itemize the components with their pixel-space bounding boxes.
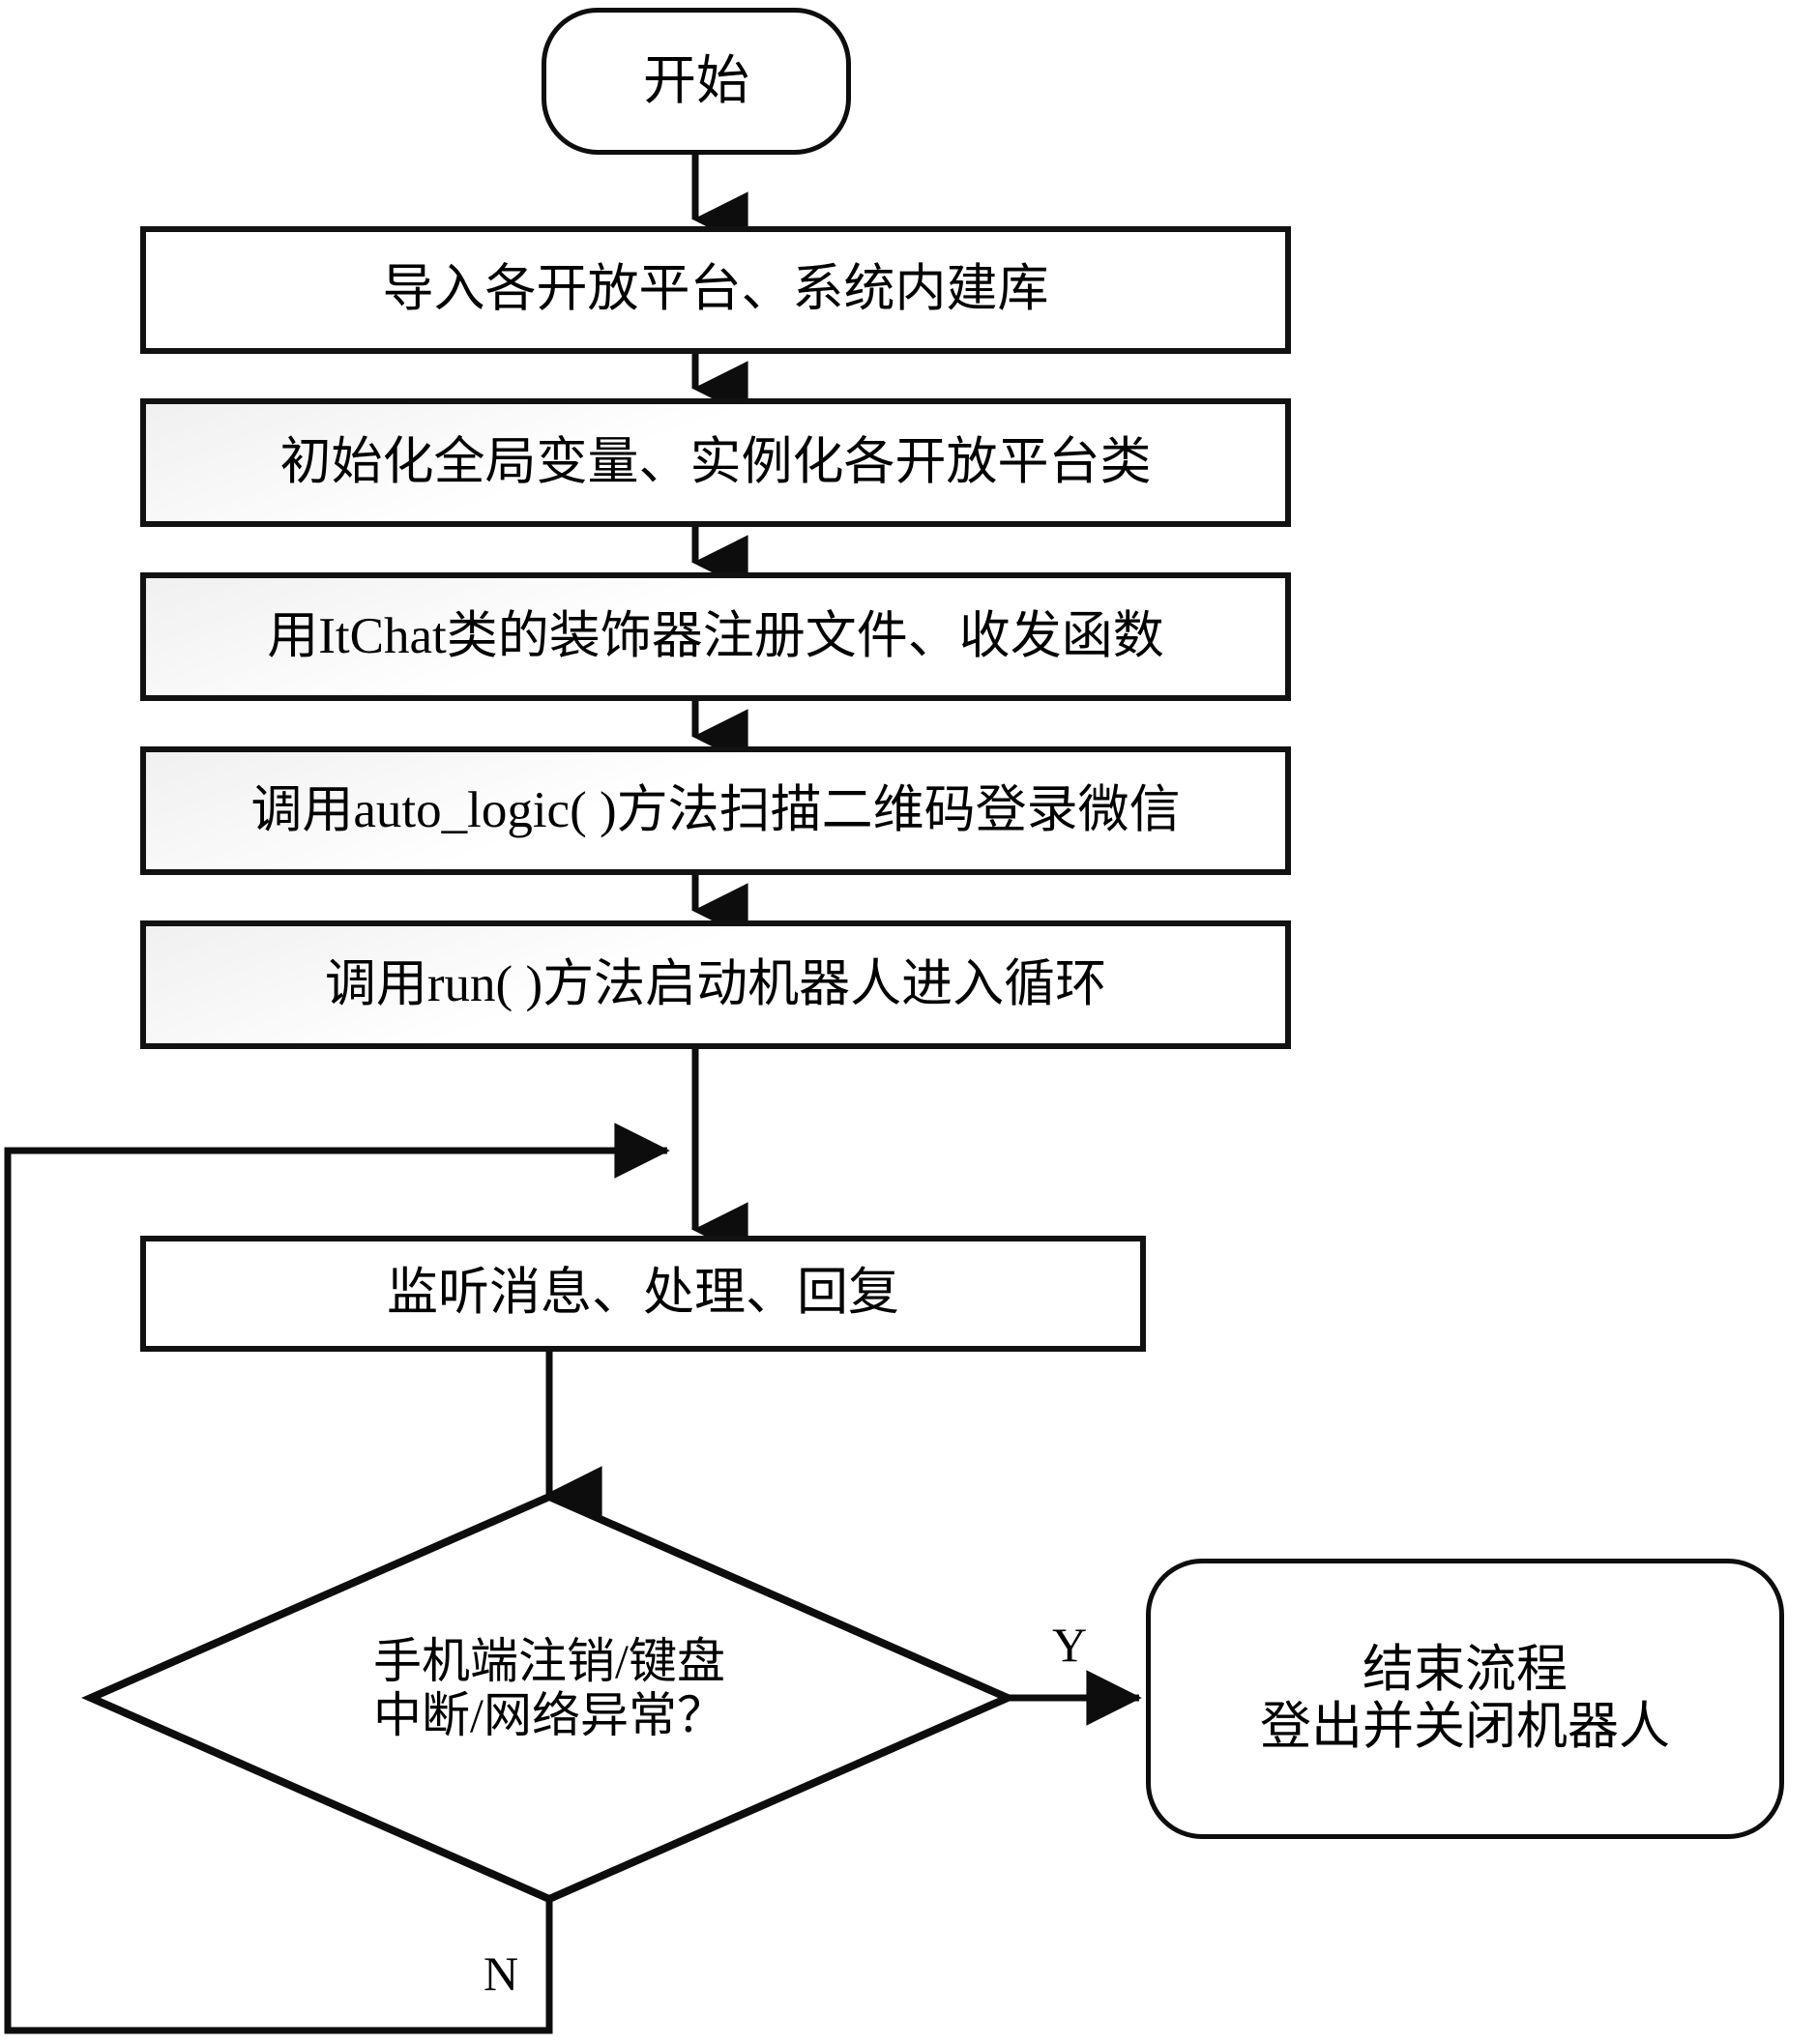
node-decision-label-line2: 中断/网络异常？ [373,1688,725,1742]
node-start[interactable]: 开始 [542,8,851,155]
node-auto-logic-label: 调用auto_logic( )方法扫描二维码登录微信 [250,781,1181,838]
node-register-decorators-label: 用ItChat类的装饰器注册文件、收发函数 [267,607,1164,664]
node-end-label-line2: 登出并关闭机器人 [1260,1699,1670,1755]
node-register-decorators[interactable]: 用ItChat类的装饰器注册文件、收发函数 [140,572,1291,701]
edge-label-no: N [484,1946,519,2000]
node-import-libs[interactable]: 导入各开放平台、系统内建库 [140,226,1291,354]
node-start-label: 开始 [642,51,749,111]
node-listen-loop[interactable]: 监听消息、处理、回复 [140,1236,1146,1352]
node-run-method-label: 调用run( )方法启动机器人进入循环 [324,955,1107,1012]
node-decision-label-line1: 手机端注销/键盘 [373,1634,725,1688]
node-init-globals[interactable]: 初始化全局变量、实例化各开放平台类 [140,398,1291,527]
node-end[interactable]: 结束流程 登出并关闭机器人 [1146,1559,1784,1839]
node-init-globals-label: 初始化全局变量、实例化各开放平台类 [279,433,1152,490]
node-listen-loop-label: 监听消息、处理、回复 [387,1265,899,1322]
node-end-label-line1: 结束流程 [1363,1641,1568,1698]
node-run-method[interactable]: 调用run( )方法启动机器人进入循环 [140,920,1291,1049]
node-auto-logic[interactable]: 调用auto_logic( )方法扫描二维码登录微信 [140,746,1291,875]
edge-label-yes: Y [1052,1618,1088,1672]
node-import-libs-label: 导入各开放平台、系统内建库 [382,261,1049,318]
node-decision[interactable]: 手机端注销/键盘 中断/网络异常？ [288,1634,810,1742]
